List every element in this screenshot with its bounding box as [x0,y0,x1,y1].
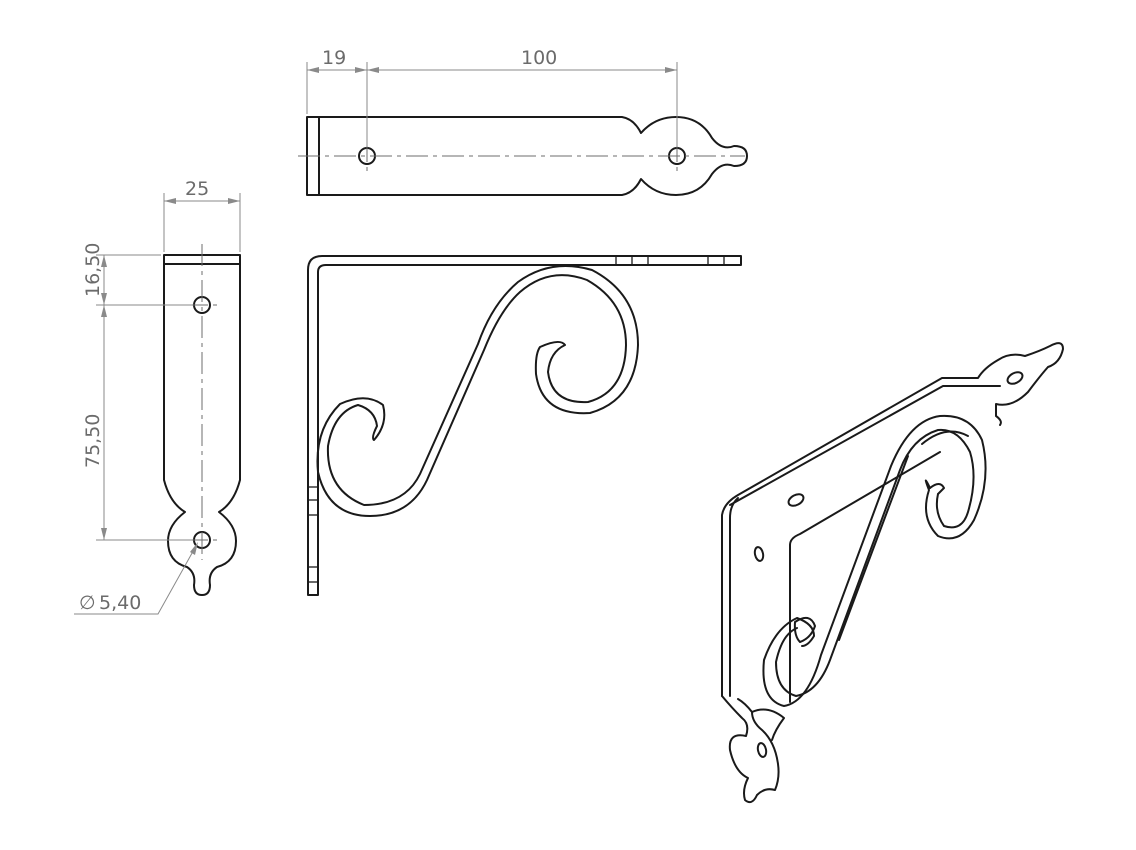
dim-arrow [665,67,677,73]
iso-scroll-mid-b [921,430,969,445]
dim-label-25: 25 [185,178,209,200]
iso-hole-4 [756,742,768,758]
dim-label-16-50: 16,50 [82,243,104,297]
dim-arrow [164,198,176,204]
iso-flange-inner [789,451,941,546]
diameter-symbol: ∅ [79,592,96,614]
dim-arrow [101,293,107,305]
top-view-outline [306,116,748,196]
dim-label-100: 100 [521,47,557,69]
iso-leg-end-inner [751,708,785,741]
iso-scroll-outer [762,414,987,707]
iso-plate-top-edge [729,385,1001,506]
iso-hole-3 [753,546,765,562]
iso-hole-2 [1006,371,1024,385]
iso-hole-1 [787,493,805,507]
iso-scroll-curl [793,616,816,643]
dim-arrow [101,305,107,317]
front-view-scroll-outer [316,265,639,517]
front-view-angle [307,255,742,596]
iso-plate-bottom-edge [729,497,739,697]
iso-scroll-top-curl [929,483,945,495]
dim-arrow [367,67,379,73]
dim-label-19: 19 [322,47,346,69]
side-view-outline [163,254,241,596]
iso-leg-end [721,695,780,804]
front-view [307,255,742,596]
dim-arrow [190,542,198,555]
dim-arrow [307,67,319,73]
diameter-leader [74,545,197,615]
dim-arrow [101,528,107,540]
dim-arrow [228,198,240,204]
isometric-view [721,342,1064,804]
iso-plate-outline [721,342,1064,697]
side-view: 25 16,50 75,50 ∅ 5,40 [74,178,241,615]
dim-label-75-50: 75,50 [82,414,104,468]
iso-scroll-inner [775,428,975,697]
top-view: 19 100 [298,47,748,196]
dim-arrow [355,67,367,73]
iso-scroll-mid-a [838,455,909,641]
dim-label-diameter: 5,40 [99,592,141,614]
dim-arrow [101,255,107,267]
